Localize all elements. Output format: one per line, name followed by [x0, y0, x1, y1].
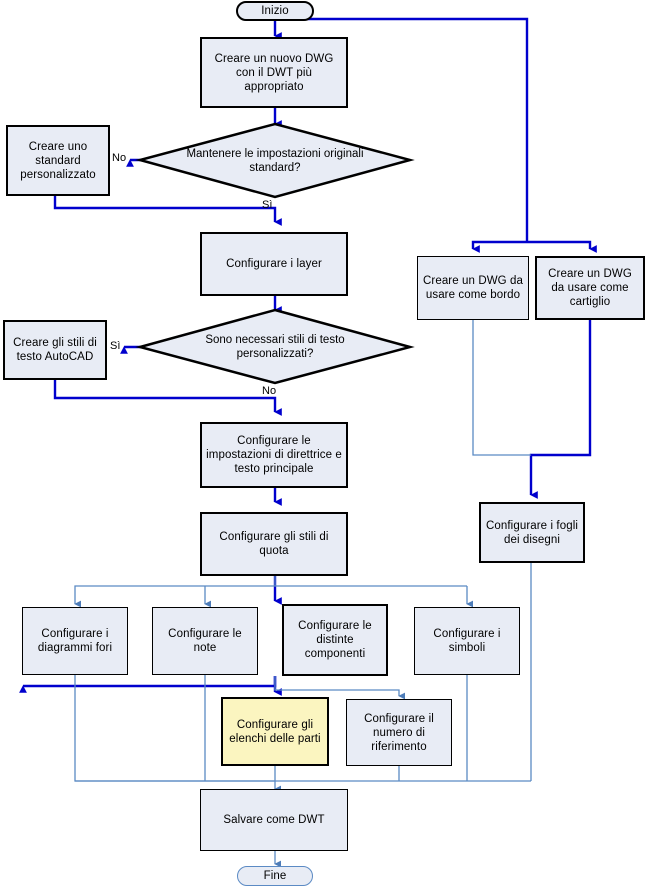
node-config-symbols[interactable]: Configurare i simboli	[414, 607, 520, 675]
node-dwg-border[interactable]: Creare un DWG da usare come bordo	[417, 256, 529, 320]
wire-custom-standard-to-config-layers	[53, 196, 282, 226]
node-custom-standard-label: Creare uno standard personalizzato	[20, 140, 96, 181]
node-save-dwt-label: Salvare come DWT	[223, 814, 325, 826]
wire-titleblock-to-sheets	[529, 320, 592, 499]
node-config-notes[interactable]: Configurare le note	[152, 607, 258, 675]
node-create-dwg-label: Creare un nuovo DWG con il DWT più appro…	[214, 52, 334, 93]
node-config-hole-charts-label: Configurare i diagrammi fori	[37, 628, 113, 654]
node-config-parts-lists[interactable]: Configurare gli elenchi delle parti	[221, 697, 329, 766]
node-config-layers-label: Configurare i layer	[226, 258, 322, 270]
node-config-balloons-label: Configurare il numero di riferimento	[364, 712, 434, 753]
node-keep-standard-label: Mantenere le impostazioni originali stan…	[186, 147, 364, 174]
node-dwg-titleblock[interactable]: Creare un DWG da usare come cartiglio	[535, 256, 645, 320]
node-config-balloons[interactable]: Configurare il numero di riferimento	[346, 699, 452, 766]
wire-dim-to-hole-charts	[74, 576, 276, 608]
secondary-wires	[74, 320, 532, 868]
wire-bom-to-balloons	[274, 676, 405, 700]
wire-branch-to-dwg-border	[471, 240, 527, 253]
node-create-dwg[interactable]: Creare un nuovo DWG con il DWT più appro…	[200, 37, 348, 108]
node-dwg-titleblock-label: Creare un DWG da usare come cartiglio	[548, 268, 632, 308]
node-end-label: Fine	[263, 870, 287, 882]
node-config-dim-styles-label: Configurare gli stili di quota	[219, 531, 329, 557]
node-dwg-border-label: Creare un DWG da usare come bordo	[422, 275, 524, 301]
node-config-sheets[interactable]: Configurare i fogli dei disegni	[479, 502, 585, 563]
node-config-leader[interactable]: Configurare le impostazioni di direttric…	[200, 422, 348, 488]
node-config-layers[interactable]: Configurare i layer	[200, 232, 348, 296]
wire-bom-to-left-rail	[19, 676, 277, 693]
node-text-styles-needed-label: Sono necessari stili di testo personaliz…	[205, 333, 345, 360]
node-text-styles-needed[interactable]: Sono necessari stili di testo personaliz…	[140, 310, 410, 383]
node-custom-standard[interactable]: Creare uno standard personalizzato	[6, 125, 110, 196]
wire-create-text-styles-to-leader	[53, 380, 282, 416]
node-config-sheets-label: Configurare i fogli dei disegni	[485, 519, 579, 546]
node-end[interactable]: Fine	[237, 866, 313, 886]
wire-border-to-sheets-merge	[472, 320, 531, 456]
edge-label-text-styles-no: No	[262, 385, 277, 397]
edge-label-keep-standard-no: No	[112, 152, 127, 164]
edge-label-keep-standard-yes: Sì	[262, 199, 273, 211]
node-config-dim-styles[interactable]: Configurare gli stili di quota	[200, 512, 348, 576]
node-config-hole-charts[interactable]: Configurare i diagrammi fori	[22, 607, 128, 675]
wire-branch-to-dwg-titleblock	[527, 240, 597, 253]
node-config-bom-label: Configurare le distinte componenti	[298, 620, 372, 660]
node-create-text-styles[interactable]: Creare gli stili di testo AutoCAD	[3, 320, 107, 380]
node-keep-standard[interactable]: Mantenere le impostazioni originali stan…	[140, 124, 410, 197]
node-config-leader-label: Configurare le impostazioni di direttric…	[206, 435, 342, 475]
node-start-label: Inizio	[261, 5, 289, 17]
node-config-parts-lists-label: Configurare gli elenchi delle parti	[229, 718, 321, 745]
node-save-dwt[interactable]: Salvare come DWT	[200, 789, 348, 851]
node-start[interactable]: Inizio	[236, 1, 314, 21]
edge-label-text-styles-yes: Sì	[110, 340, 121, 352]
node-create-text-styles-label: Creare gli stili di testo AutoCAD	[13, 337, 97, 363]
node-config-notes-label: Configurare le note	[168, 628, 242, 654]
node-config-bom[interactable]: Configurare le distinte componenti	[282, 604, 388, 676]
node-config-symbols-label: Configurare i simboli	[433, 628, 501, 654]
